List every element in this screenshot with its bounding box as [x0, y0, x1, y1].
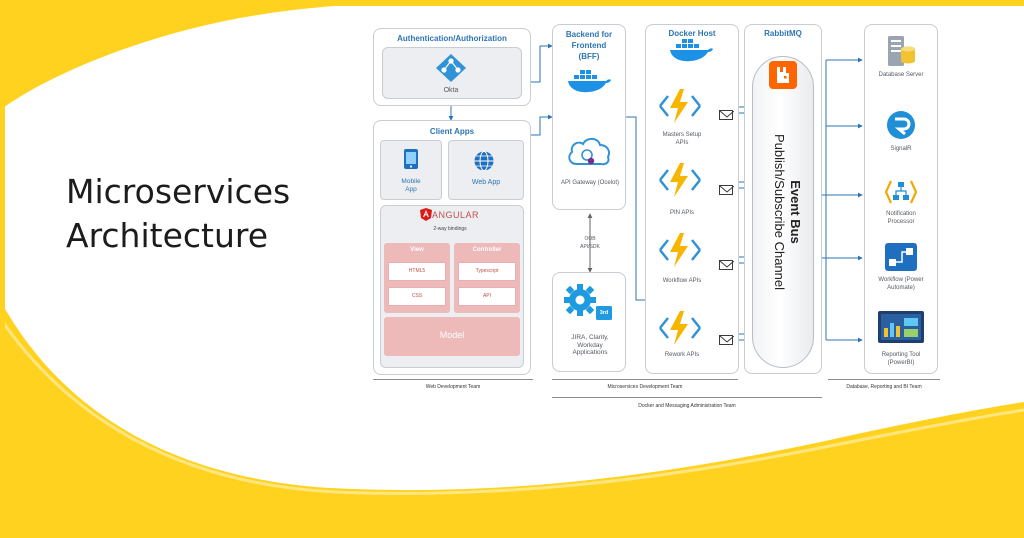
controller-panel: Controller Typescript API — [454, 243, 520, 313]
micro-team-rule — [552, 379, 738, 380]
background-left-swoosh — [0, 0, 1024, 110]
masters-api-icon — [659, 89, 701, 123]
rabbitmq-logo-icon — [769, 61, 797, 89]
okta-icon — [436, 54, 466, 82]
background-left-border — [0, 0, 5, 538]
docker-team-rule — [552, 397, 822, 398]
client-apps-title: Client Apps — [429, 127, 475, 136]
notification-processor-icon — [884, 180, 918, 204]
api-cell: API — [458, 287, 516, 306]
power-automate-icon — [885, 243, 917, 271]
micro-team-label: Microservices Development Team — [607, 384, 683, 390]
docker-team-label: Docker and Messaging Administration Team — [638, 403, 736, 409]
model-label: Model — [439, 330, 465, 340]
signalr-label: SignalR — [890, 146, 912, 152]
workflow-api-label: Workflow APIs — [662, 278, 702, 284]
message-envelope-icon — [719, 110, 734, 120]
powerbi-icon — [878, 311, 924, 343]
okta-label: Okta — [443, 87, 459, 94]
view-panel: View HTML5 CSS — [384, 243, 450, 313]
two-way-bindings-label: 2-way bindings — [433, 226, 467, 232]
database-server-icon — [888, 36, 915, 66]
web-app-label: Web App — [471, 179, 501, 186]
model-panel: Model — [384, 317, 520, 356]
mobile-app-icon — [404, 149, 418, 169]
web-app-icon — [474, 151, 494, 171]
rework-api-icon — [659, 311, 701, 345]
workflow-service-label: Workflow (Power Automate) — [878, 277, 924, 291]
integrations-badge: 3rd — [599, 310, 609, 316]
message-envelope-icon — [719, 335, 734, 345]
bff-box: Backend for Frontend (BFF) — [552, 24, 626, 210]
controller-title: Controller — [472, 247, 502, 253]
signalr-icon — [887, 111, 915, 139]
event-bus-label: Event Bus Publish/Subscribe Channel — [763, 92, 803, 332]
web-team-label: Web Development Team — [425, 384, 481, 390]
event-bus-subtitle: Publish/Subscribe Channel — [772, 133, 787, 291]
bff-title: Backend for Frontend (BFF) — [565, 30, 613, 61]
angular-shield-icon — [420, 208, 432, 221]
database-server-label: Database Server — [878, 72, 924, 78]
mobile-app-label: Mobile App — [401, 178, 421, 193]
page-title-line-1: Microservices — [66, 172, 291, 211]
auth-title: Authentication/Authorization — [397, 34, 507, 43]
typescript-cell: Typescript — [458, 262, 516, 281]
background-bottom-wave — [0, 300, 1024, 538]
integrations-gear-icon — [564, 284, 612, 320]
docker-host-box: Docker Host — [645, 24, 739, 374]
message-envelope-icon — [719, 185, 734, 195]
css-cell: CSS — [388, 287, 446, 306]
docker-host-docker-icon — [670, 39, 713, 62]
view-title: View — [410, 247, 424, 253]
masters-api-label: Masters Setup APIs — [662, 132, 702, 146]
rabbitmq-title: RabbitMQ — [764, 29, 802, 38]
workflow-api-icon — [659, 233, 701, 267]
docker-host-title: Docker Host — [668, 29, 716, 38]
background-bottom-highlight — [0, 317, 1024, 495]
notification-processor-label: Notification Processor — [886, 211, 916, 225]
api-gateway-label: API Gateway (Ocelot) — [560, 180, 620, 186]
db-team-rule — [828, 379, 940, 380]
page-title: Microservices Architecture — [66, 170, 366, 258]
page-title-line-2: Architecture — [66, 216, 269, 256]
message-envelope-icon — [719, 260, 734, 270]
angular-logo-text: ANGULAR — [432, 210, 480, 220]
integrations-label: JIRA, Clarity, Workday Applications — [571, 334, 609, 356]
event-bus-cylinder — [752, 56, 814, 368]
rework-api-label: Rework APIs — [664, 352, 700, 358]
pin-api-icon — [659, 163, 701, 197]
html5-cell: HTML5 — [388, 262, 446, 281]
api-gateway-icon — [568, 137, 610, 166]
db-team-label: Database, Reporting and BI Team — [846, 384, 922, 390]
oob-label: OOB API/SDK — [580, 236, 600, 250]
event-bus-title: Event Bus — [788, 180, 803, 244]
pin-api-label: PIN APIs — [669, 210, 694, 216]
bff-docker-icon — [568, 70, 611, 93]
web-team-rule — [373, 379, 533, 380]
reporting-tool-label: Reporting Tool (PowerBI) — [881, 352, 921, 366]
